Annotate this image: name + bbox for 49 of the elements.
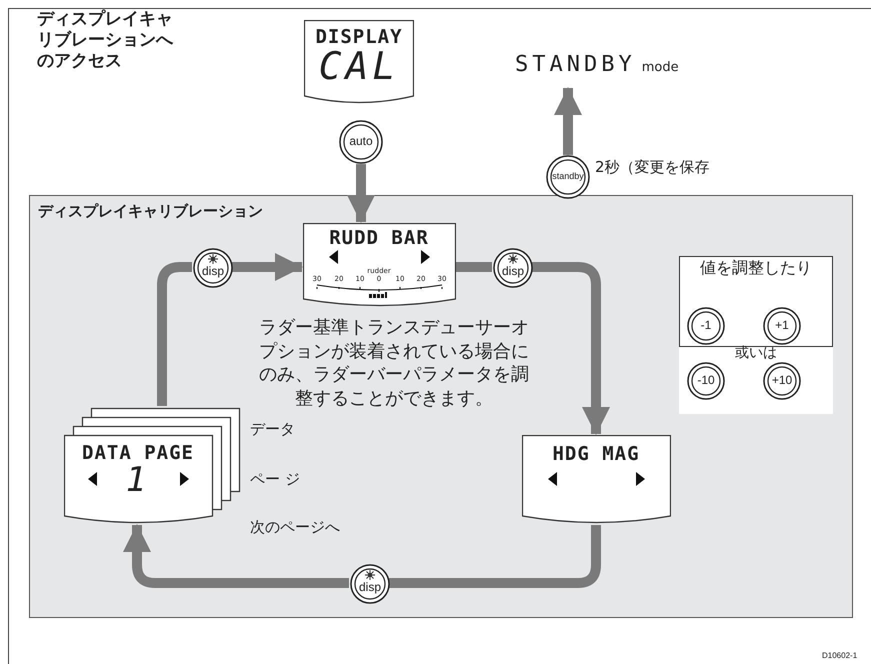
figure-number: D10602-1 [822, 651, 858, 660]
round-button [339, 120, 383, 164]
page-note: 次のページへ [250, 518, 340, 537]
screen-text: 或いは [735, 346, 777, 360]
hold-note: 2秒（変更を保存 [595, 158, 711, 176]
display-screen [522, 435, 671, 526]
button-label: -10 [697, 374, 715, 386]
display-screen [304, 20, 414, 106]
lcd-text: STANDBY [515, 52, 636, 77]
button-label: standby [552, 172, 584, 181]
round-button [687, 307, 725, 345]
button-label: +1 [775, 318, 789, 331]
flow-arrow [347, 164, 375, 223]
round-button [546, 155, 590, 199]
calibration-panel [29, 195, 853, 618]
screen-text: 値を調整したり [700, 260, 812, 276]
flow-line [157, 262, 192, 406]
button-label: -1 [700, 318, 712, 331]
flow-arrow [232, 253, 303, 281]
lcd-text: HDG MAG [552, 445, 640, 464]
page-note: データ [250, 420, 295, 439]
button-label: disp [502, 265, 524, 277]
lcd-text: DATA PAGE [82, 444, 194, 463]
display-screen [303, 223, 456, 309]
adjust-box [679, 256, 833, 414]
mode-label: mode [642, 60, 679, 75]
title: ディスプレイキャリブレーションへのアクセス [37, 9, 174, 72]
round-button [493, 248, 533, 288]
lcd-text: CAL [318, 47, 400, 85]
button-label: +10 [772, 374, 792, 386]
flow-arrow [123, 524, 349, 588]
round-button [763, 307, 801, 345]
lcd-text: DISPLAY [315, 28, 403, 47]
flow-arrow [554, 87, 582, 155]
round-button [687, 362, 725, 400]
round-button [350, 564, 390, 604]
button-label: auto [349, 134, 373, 147]
panel-heading: ディスプレイキャリブレーション [38, 202, 263, 221]
round-button [763, 362, 801, 400]
round-button [193, 248, 233, 288]
flow-line [455, 262, 492, 272]
note-paragraph: ラダー基準トランスデューサーオプションが装着されている場合にのみ、ラダーバーパラメータを調整することができます。 [258, 316, 530, 410]
button-label: disp [359, 581, 381, 593]
button-label: disp [202, 265, 224, 277]
page-note: ペー ジ [250, 470, 300, 489]
flow-arrow [532, 262, 610, 435]
lcd-text: 1 [126, 463, 150, 497]
flow-line [389, 525, 601, 588]
lcd-text: RUDD BAR [329, 229, 429, 248]
